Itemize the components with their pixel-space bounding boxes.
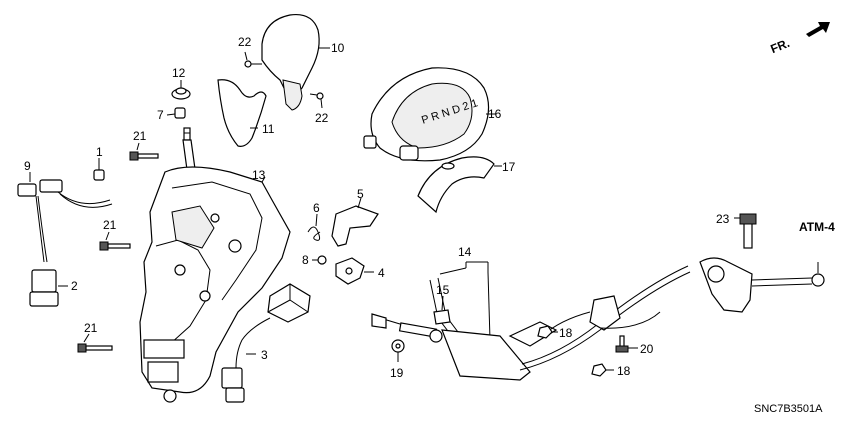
- transmission-cable: [508, 265, 691, 371]
- callout-22-right: 22: [315, 111, 329, 125]
- shift-knob: [261, 13, 330, 111]
- callout-19: 19: [390, 366, 404, 380]
- callout-5: 5: [357, 187, 364, 201]
- bolt-21-top: [129, 142, 159, 161]
- callout-17: 17: [502, 160, 516, 174]
- callout-2: 2: [71, 279, 78, 293]
- callout-18-upper: 18: [559, 326, 573, 340]
- callout-21-top: 21: [133, 129, 147, 143]
- callout-3: 3: [261, 348, 268, 362]
- callout-11: 11: [262, 122, 275, 136]
- callout-8: 8: [302, 253, 309, 267]
- callout-21-mid: 21: [103, 218, 117, 232]
- shift-boot: [217, 79, 267, 147]
- shift-bracket: [139, 166, 291, 403]
- reference-label: ATM-4: [799, 220, 835, 234]
- cap-12: [171, 80, 191, 100]
- screw-22-top: [244, 51, 262, 68]
- callout-4: 4: [378, 266, 385, 280]
- callout-7: 7: [157, 108, 164, 122]
- bracket-atm: [699, 213, 825, 313]
- screw-22-right: [309, 92, 324, 109]
- spring-6: [307, 213, 321, 241]
- solenoid-3: [221, 283, 311, 403]
- clip-15: [433, 295, 451, 325]
- nut-18-lower: [591, 363, 614, 377]
- callout-23: 23: [716, 212, 730, 226]
- bushing-7: [166, 107, 186, 119]
- callout-21-bottom: 21: [84, 321, 98, 335]
- bolt-20: [615, 335, 638, 353]
- harness-9: [17, 172, 113, 263]
- callout-14: 14: [458, 245, 472, 259]
- diagram-code: SNC7B3501A: [754, 403, 823, 415]
- connector-2: [29, 269, 68, 307]
- callout-9: 9: [24, 159, 31, 173]
- front-direction-arrow: FR.: [768, 22, 830, 56]
- callout-22-top: 22: [238, 35, 252, 49]
- nut-18-upper: [537, 325, 558, 339]
- callout-20: 20: [640, 342, 654, 356]
- callout-1: 1: [96, 145, 103, 159]
- washer-8: [312, 255, 327, 265]
- nut-19: [391, 339, 405, 362]
- callout-12: 12: [172, 66, 186, 80]
- bolt-21-mid: [99, 231, 131, 251]
- callout-18-lower: 18: [617, 364, 631, 378]
- shift-cable-14: [371, 261, 531, 381]
- callout-13: 13: [252, 168, 266, 182]
- callout-15: 15: [436, 283, 450, 297]
- cam-4: [335, 257, 374, 285]
- connector-1: [93, 158, 105, 181]
- callout-10: 10: [331, 41, 345, 55]
- cover-17: [417, 156, 502, 214]
- callout-6: 6: [313, 201, 320, 215]
- bolt-21-bottom: [77, 333, 113, 353]
- indicator-panel-16: P R N D 2 1: [363, 67, 496, 162]
- direction-label: FR.: [768, 36, 791, 56]
- bracket-5: [331, 197, 379, 247]
- callout-16: 16: [488, 107, 502, 121]
